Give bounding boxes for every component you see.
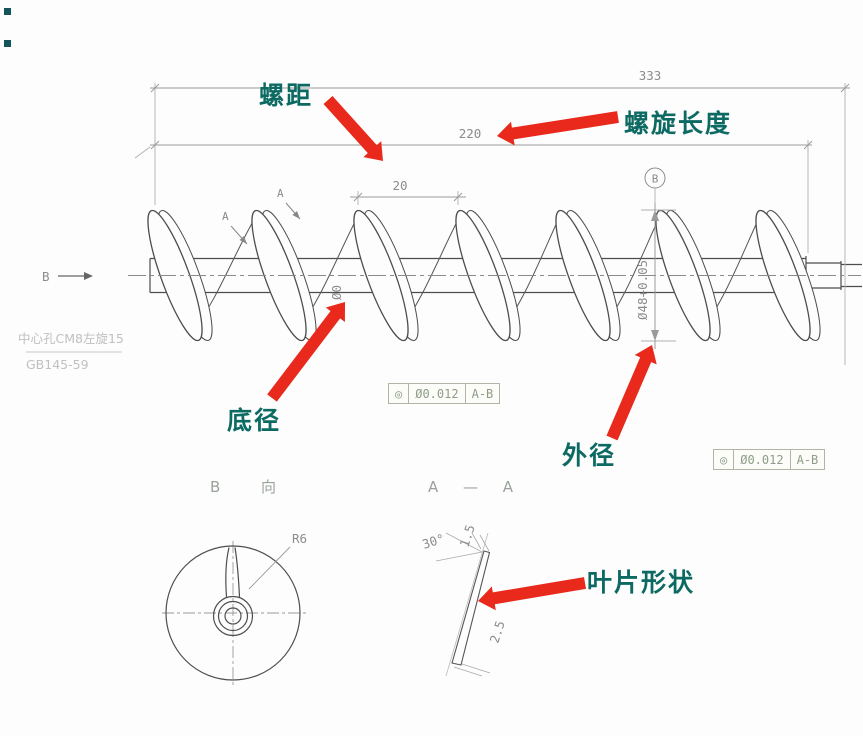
tolerance-frame-2: ◎ Ø0.012 A-B: [713, 449, 826, 470]
b-view-title: B 向: [210, 478, 294, 496]
dim-overall-length: 333: [639, 68, 662, 83]
dimension-lines: [150, 83, 850, 202]
section-aa-title: A — A: [428, 478, 523, 496]
concentricity-icon: ◎: [714, 450, 735, 469]
center-hole-text: 中心孔CM8左旋15: [18, 331, 124, 346]
b-view: B 向 R6: [162, 478, 307, 688]
tolerance-frame-1: ◎ Ø0.012 A-B: [388, 383, 501, 404]
standard-text: GB145-59: [26, 357, 89, 372]
callout-helix-length: 螺旋长度: [624, 109, 733, 138]
tolerance-value: Ø0.012: [734, 450, 791, 469]
datum-b-label: B: [652, 173, 659, 186]
dim-blade-edge: 1.5: [457, 523, 478, 549]
section-a1-letter: A: [222, 210, 229, 223]
tolerance-value: Ø0.012: [409, 384, 466, 403]
blade-shape-arrow: [478, 577, 586, 611]
dim-blade-root: 2.5: [487, 619, 508, 645]
dim-helix-length: 220: [459, 126, 482, 141]
pitch-arrow: [323, 96, 383, 161]
corner-marks: [4, 8, 11, 47]
outer-diameter-arrow: [606, 345, 657, 441]
callout-blade-shape: 叶片形状: [587, 568, 696, 597]
section-aa-view: A — A 30° 1.5 2.5: [420, 478, 523, 677]
view-b-letter: B: [42, 269, 50, 284]
callout-outer-diameter: 外径: [562, 441, 617, 470]
helix-length-arrow: [497, 111, 619, 146]
dim-hub-radius: R6: [292, 531, 307, 546]
outer-diameter-dimension: Ø48+0.05 B: [635, 167, 676, 349]
callout-pitch: 螺距: [259, 81, 314, 110]
tolerance-datum: A-B: [796, 452, 819, 467]
extension-lines: [134, 83, 846, 365]
view-b-marker: B: [42, 269, 93, 284]
dim-outer-diameter: Ø48+0.05: [635, 260, 650, 320]
center-hole-note: 中心孔CM8左旋15 GB145-59: [18, 331, 124, 372]
callout-root-diameter: 底径: [227, 406, 282, 435]
root-diameter-arrow: [267, 302, 345, 402]
dim-root-diameter: Ø0: [329, 285, 344, 300]
tolerance-datum: A-B: [471, 386, 494, 401]
annotation-arrows: [267, 96, 657, 611]
dim-blade-angle: 30°: [420, 531, 446, 552]
section-a2-letter: A: [277, 187, 284, 200]
dim-pitch: 20: [392, 178, 407, 193]
concentricity-icon: ◎: [389, 384, 410, 403]
section-a-markers: A A: [222, 187, 301, 245]
